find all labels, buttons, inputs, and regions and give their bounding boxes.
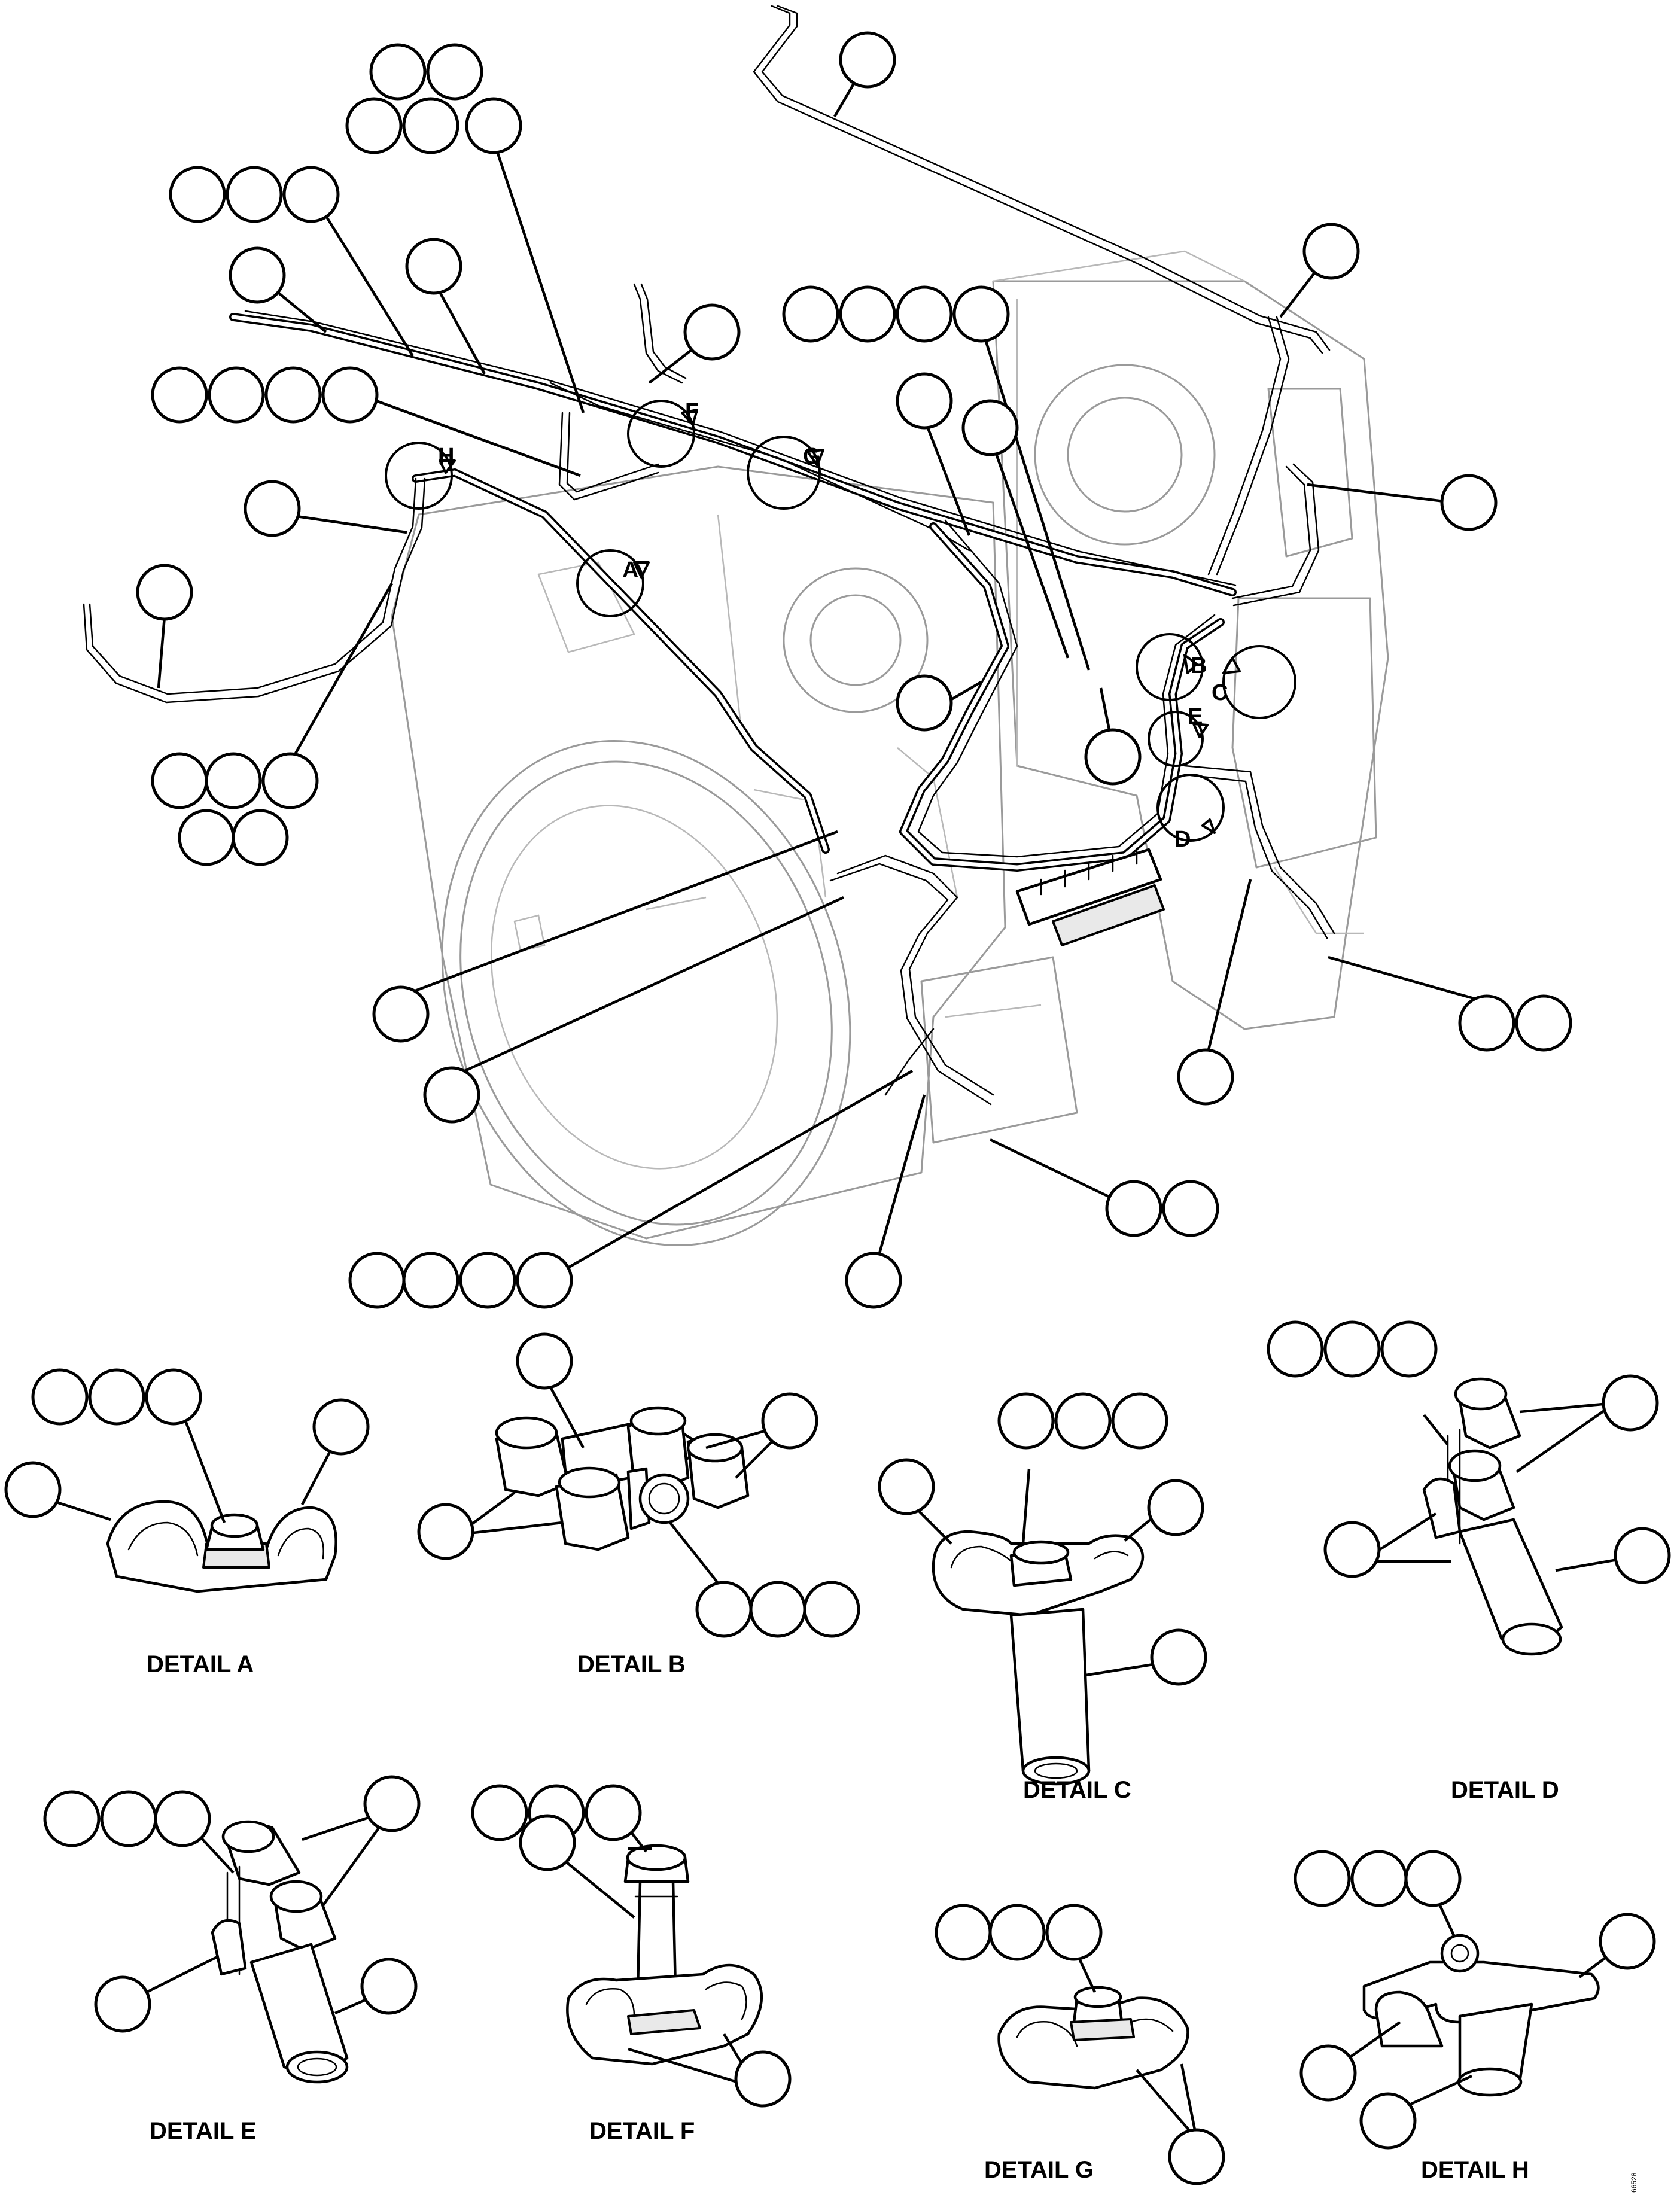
main-assembly-view: F G H A B C E D [83, 5, 1572, 1309]
detail-a-label: DETAIL A [147, 1651, 254, 1678]
detail-b: DETAIL B [417, 1332, 860, 1678]
view-marker-b: B [1191, 653, 1207, 678]
manifold-block [1015, 847, 1165, 946]
view-marker-h: H [438, 444, 454, 469]
detail-e: DETAIL E [43, 1775, 421, 2144]
view-marker-c: C [1212, 680, 1228, 705]
view-marker-e: E [1188, 704, 1203, 729]
detail-g-label: DETAIL G [984, 2157, 1094, 2183]
view-marker-f: F [685, 399, 699, 424]
detail-b-label: DETAIL B [577, 1651, 686, 1678]
main-leader-lines [157, 59, 1487, 1275]
housing-outline [391, 250, 1389, 1240]
center-hose-bundle [829, 519, 1335, 1106]
loose-hoses-left [558, 283, 687, 501]
view-marker-a: A [622, 558, 638, 583]
right-tube [1207, 316, 1320, 607]
detail-c: DETAIL C [878, 1392, 1207, 1803]
detail-d-label: DETAIL D [1451, 1777, 1559, 1803]
h-loop-hose [83, 468, 830, 854]
detail-c-label: DETAIL C [1023, 1777, 1131, 1803]
detail-e-label: DETAIL E [150, 2118, 257, 2144]
detail-a: DETAIL A [4, 1368, 370, 1678]
detail-d: DETAIL D [1267, 1320, 1671, 1803]
long-top-tube [753, 5, 1331, 354]
detail-g: DETAIL G [935, 1904, 1225, 2185]
view-callout-circles: F G H A B C E D [385, 399, 1296, 852]
main-callout-bubbles [136, 31, 1572, 1309]
detail-h: DETAIL H [1294, 1850, 1656, 2183]
detail-h-label: DETAIL H [1421, 2157, 1529, 2183]
view-marker-d: D [1174, 827, 1191, 852]
detail-f: DETAIL F [471, 1784, 792, 2144]
view-marker-g: G [803, 444, 821, 469]
detail-f-label: DETAIL F [589, 2118, 695, 2144]
top-tube-bundle [229, 310, 1237, 596]
flywheel-ring [441, 740, 851, 1246]
figure-code: 66528 [1630, 2172, 1638, 2193]
